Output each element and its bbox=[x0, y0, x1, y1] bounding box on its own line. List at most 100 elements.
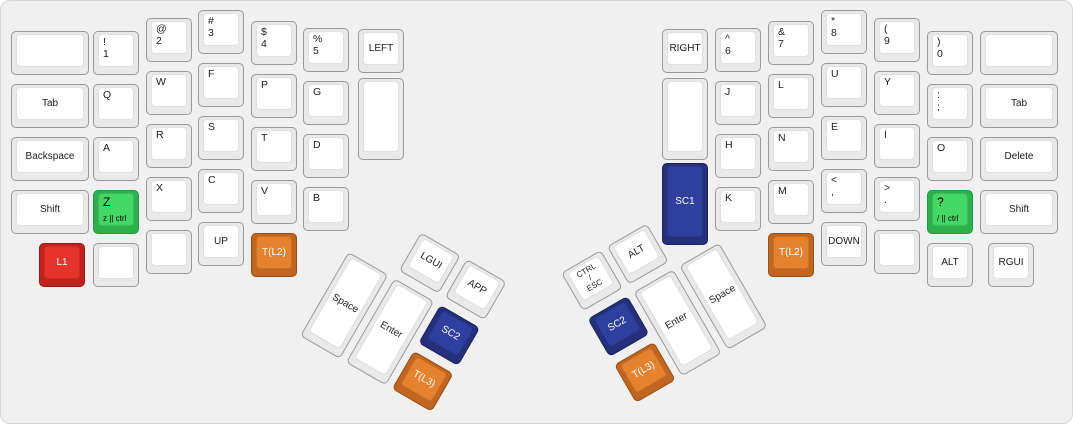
key-r[interactable]: R bbox=[146, 124, 192, 168]
key-inner-tall-left[interactable] bbox=[358, 78, 404, 160]
key-m[interactable]: M bbox=[768, 180, 814, 224]
key-label: P bbox=[261, 79, 269, 91]
key-blank-bottom-left-1[interactable] bbox=[93, 243, 139, 287]
key-amp-7[interactable]: &7 bbox=[768, 21, 814, 65]
key-c[interactable]: C bbox=[198, 169, 244, 213]
key-tab-right[interactable]: Tab bbox=[980, 84, 1058, 128]
key-label: z || ctrl bbox=[103, 214, 127, 223]
key-alt-right[interactable]: ALT bbox=[927, 243, 973, 287]
keycap-face: Tab bbox=[16, 87, 84, 120]
key-label: RIGHT bbox=[669, 43, 701, 54]
key-label: SC2 bbox=[439, 323, 462, 343]
key-sc1[interactable]: SC1 bbox=[662, 163, 708, 245]
key-label: Space bbox=[707, 282, 738, 307]
key-backspace[interactable]: Backspace bbox=[11, 137, 89, 181]
key-rparen-0[interactable]: )0 bbox=[927, 31, 973, 75]
keycap-face: SC1 bbox=[667, 166, 703, 237]
key-left[interactable]: LEFT bbox=[358, 29, 404, 73]
key-question-ctrl[interactable]: ?/ || ctrl bbox=[927, 190, 973, 234]
key-d[interactable]: D bbox=[303, 134, 349, 178]
key-up[interactable]: UP bbox=[198, 222, 244, 266]
keycap-face: T(L2) bbox=[256, 236, 292, 269]
key-rgui[interactable]: RGUI bbox=[988, 243, 1034, 287]
key-lt-comma[interactable]: <, bbox=[821, 169, 867, 213]
key-g[interactable]: G bbox=[303, 81, 349, 125]
key-blank-bottom-left-2[interactable] bbox=[146, 230, 192, 274]
key-l1[interactable]: L1 bbox=[39, 243, 85, 287]
key-k[interactable]: K bbox=[715, 187, 761, 231]
key-s[interactable]: S bbox=[198, 116, 244, 160]
keycap-face: Shift bbox=[16, 193, 84, 226]
keycap-face: :; bbox=[932, 87, 968, 120]
key-percent-5[interactable]: %5 bbox=[303, 28, 349, 72]
key-blank-bottom-right[interactable] bbox=[874, 230, 920, 274]
keycap-face: C bbox=[203, 172, 239, 205]
key-v[interactable]: V bbox=[251, 180, 297, 224]
key-inner-tall-right[interactable] bbox=[662, 78, 708, 160]
key-o[interactable]: O bbox=[927, 137, 973, 181]
key-blank-top-right[interactable] bbox=[980, 31, 1058, 75]
key-label: 4 bbox=[261, 37, 267, 50]
key-gt-period[interactable]: >. bbox=[874, 177, 920, 221]
key-u[interactable]: U bbox=[821, 63, 867, 107]
key-x[interactable]: X bbox=[146, 177, 192, 221]
key-right[interactable]: RIGHT bbox=[662, 29, 708, 73]
key-t-l3-left[interactable]: T(L3) bbox=[391, 350, 454, 412]
key-hash-3[interactable]: #3 bbox=[198, 10, 244, 54]
keycap-face: )0 bbox=[932, 34, 968, 67]
key-l[interactable]: L bbox=[768, 74, 814, 118]
key-p[interactable]: P bbox=[251, 74, 297, 118]
key-label: V bbox=[261, 185, 269, 197]
key-delete[interactable]: Delete bbox=[980, 137, 1058, 181]
key-down[interactable]: DOWN bbox=[821, 222, 867, 266]
key-at-2[interactable]: @2 bbox=[146, 18, 192, 62]
keycap-face: RGUI bbox=[993, 246, 1029, 279]
keycap-face: Y bbox=[879, 74, 915, 107]
key-y[interactable]: Y bbox=[874, 71, 920, 115]
keycap-face bbox=[667, 81, 703, 152]
key-h[interactable]: H bbox=[715, 134, 761, 178]
keycap-face: APP bbox=[453, 264, 501, 311]
key-n[interactable]: N bbox=[768, 127, 814, 171]
key-shift-left[interactable]: Shift bbox=[11, 190, 89, 234]
key-j[interactable]: J bbox=[715, 81, 761, 125]
key-star-8[interactable]: *8 bbox=[821, 10, 867, 54]
key-label: 8 bbox=[831, 26, 837, 39]
keycap-face: S bbox=[203, 119, 239, 152]
key-label: > bbox=[884, 182, 891, 194]
key-dollar-4[interactable]: $4 bbox=[251, 21, 297, 65]
key-alt-thumb[interactable]: ALT bbox=[606, 223, 669, 285]
key-t[interactable]: T bbox=[251, 127, 297, 171]
key-q[interactable]: Q bbox=[93, 84, 139, 128]
key-sc2-left[interactable]: SC2 bbox=[418, 304, 481, 367]
key-f[interactable]: F bbox=[198, 63, 244, 107]
key-i[interactable]: I bbox=[874, 124, 920, 168]
key-t-l2-left[interactable]: T(L2) bbox=[251, 233, 297, 277]
keycap-face: #3 bbox=[203, 13, 239, 46]
key-w[interactable]: W bbox=[146, 71, 192, 115]
key-shift-right[interactable]: Shift bbox=[980, 190, 1058, 234]
key-label: , bbox=[831, 185, 834, 198]
key-caret-6[interactable]: ^6 bbox=[715, 28, 761, 72]
key-app[interactable]: APP bbox=[444, 259, 507, 321]
key-label: ESC bbox=[585, 277, 604, 294]
key-blank-top-left[interactable] bbox=[11, 31, 89, 75]
key-tab-left[interactable]: Tab bbox=[11, 84, 89, 128]
keycap-face: U bbox=[826, 66, 862, 99]
key-lparen-9[interactable]: (9 bbox=[874, 18, 920, 62]
keycap-face: ?/ || ctrl bbox=[932, 193, 968, 226]
keycap-face: M bbox=[773, 183, 809, 216]
key-a[interactable]: A bbox=[93, 137, 139, 181]
key-label: Backspace bbox=[25, 151, 75, 162]
keycap-face: D bbox=[308, 137, 344, 170]
keycap-face: G bbox=[308, 84, 344, 117]
key-label: SC1 bbox=[675, 196, 695, 207]
key-t-l2-right[interactable]: T(L2) bbox=[768, 233, 814, 277]
key-b[interactable]: B bbox=[303, 187, 349, 231]
key-exclam-1[interactable]: !1 bbox=[93, 31, 139, 75]
key-e[interactable]: E bbox=[821, 116, 867, 160]
keycap-face: Shift bbox=[985, 193, 1053, 226]
key-colon-semicolon[interactable]: :; bbox=[927, 84, 973, 128]
